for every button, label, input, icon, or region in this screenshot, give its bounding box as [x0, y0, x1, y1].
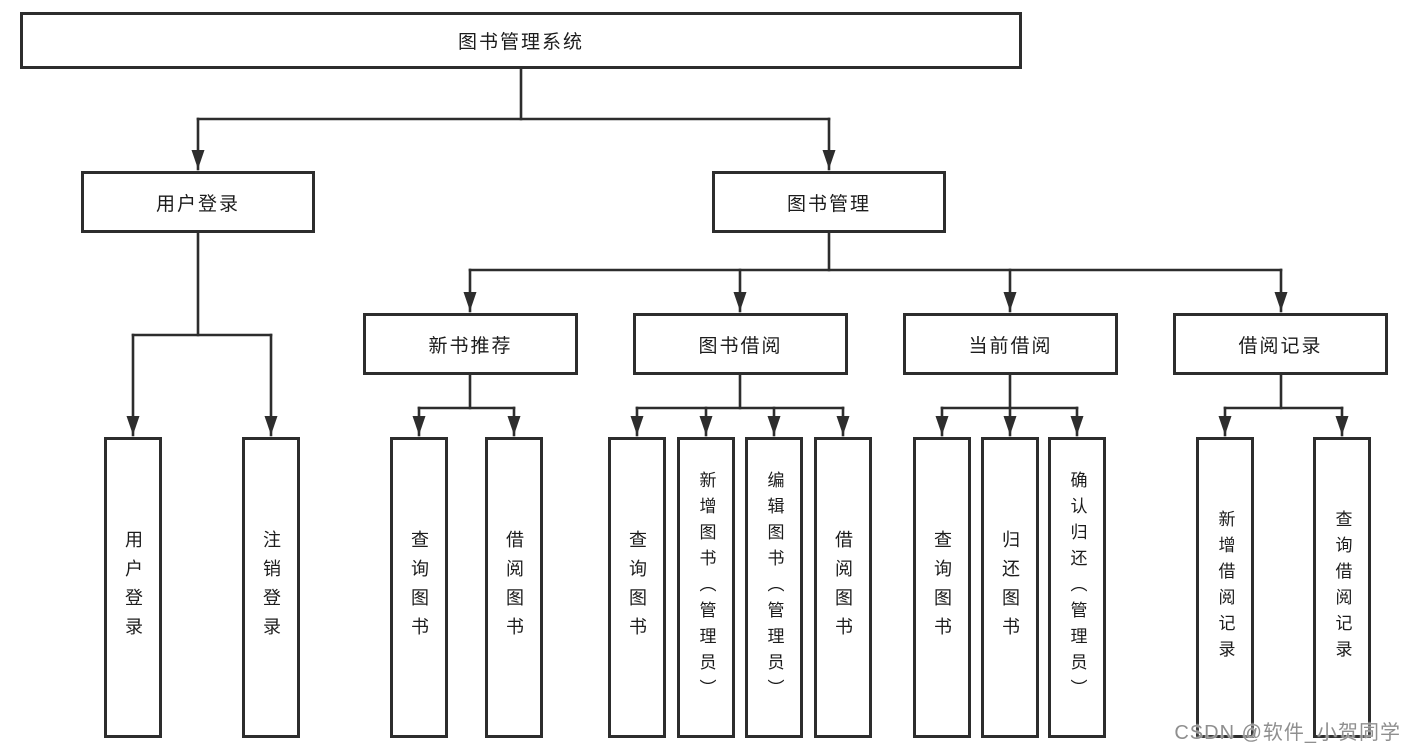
leaf-logout-login: 注销登录	[242, 437, 300, 738]
leaf-query-borrow-record: 查询借阅记录	[1313, 437, 1371, 738]
leaf-query-book-3: 查询图书	[913, 437, 971, 738]
node-user-login: 用户登录	[81, 171, 315, 233]
leaf-edit-book-admin: 编辑图书（管理员）	[745, 437, 803, 738]
node-book-borrow: 图书借阅	[633, 313, 848, 375]
leaf-add-book-admin: 新增图书（管理员）	[677, 437, 735, 738]
leaf-query-book-2: 查询图书	[608, 437, 666, 738]
leaf-return-book: 归还图书	[981, 437, 1039, 738]
node-book-management: 图书管理	[712, 171, 946, 233]
leaf-borrow-book-2: 借阅图书	[814, 437, 872, 738]
leaf-add-borrow-record: 新增借阅记录	[1196, 437, 1254, 738]
csdn-watermark: CSDN @软件_小贺同学	[1174, 722, 1401, 744]
leaf-query-book-1: 查询图书	[390, 437, 448, 738]
node-current-borrow: 当前借阅	[903, 313, 1118, 375]
node-borrow-record: 借阅记录	[1173, 313, 1388, 375]
node-root-system: 图书管理系统	[20, 12, 1022, 69]
node-new-book-recommend: 新书推荐	[363, 313, 578, 375]
leaf-user-login: 用户登录	[104, 437, 162, 738]
leaf-borrow-book-1: 借阅图书	[485, 437, 543, 738]
leaf-confirm-return-admin: 确认归还（管理员）	[1048, 437, 1106, 738]
